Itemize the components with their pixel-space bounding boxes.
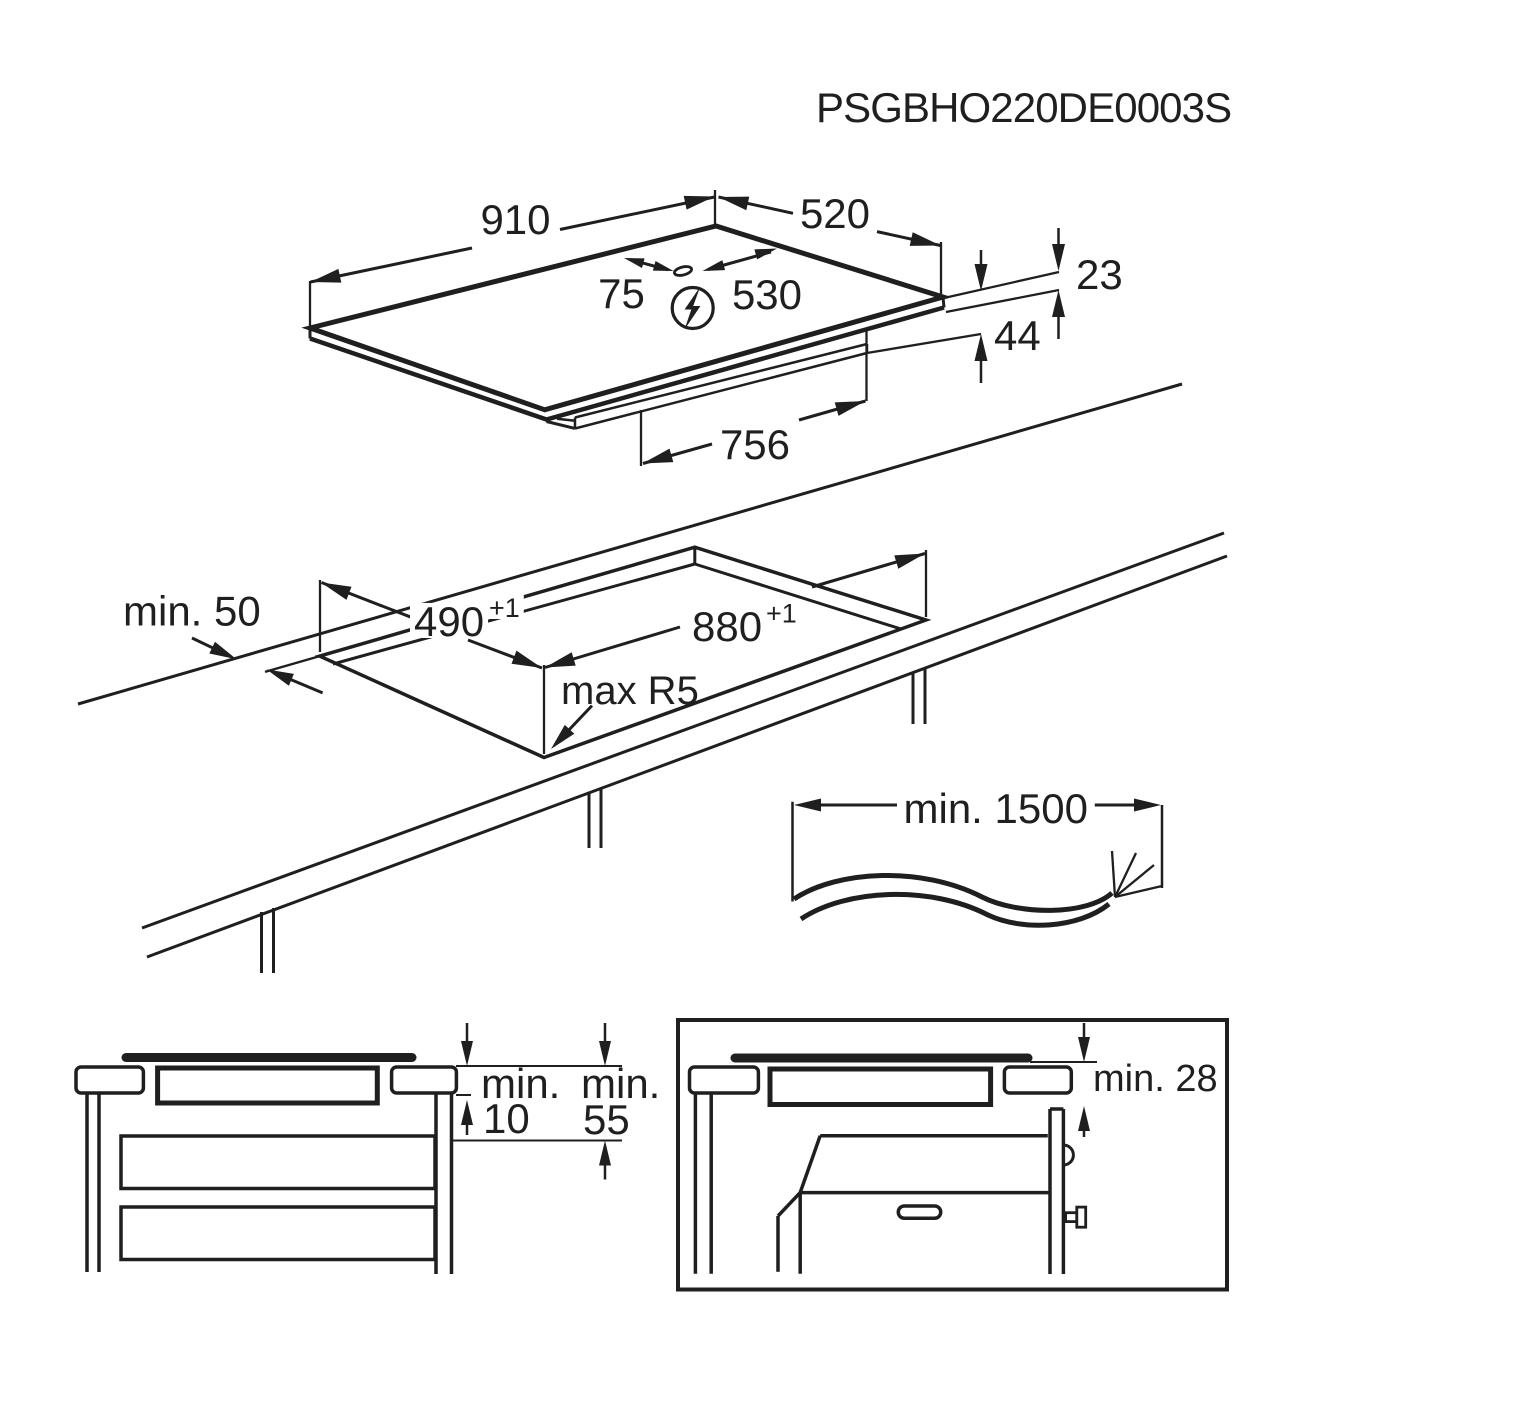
svg-text:min.: min. — [481, 1060, 560, 1107]
svg-text:490: 490 — [414, 598, 484, 645]
svg-text:+1: +1 — [766, 599, 797, 629]
svg-text:min. 1500: min. 1500 — [904, 785, 1088, 832]
svg-text:min. 50: min. 50 — [123, 588, 261, 635]
svg-text:+1: +1 — [489, 593, 520, 623]
svg-text:23: 23 — [1076, 251, 1123, 298]
svg-text:PSGBHO220DE0003S: PSGBHO220DE0003S — [816, 84, 1231, 131]
svg-text:10: 10 — [483, 1095, 530, 1142]
svg-text:min. 28: min. 28 — [1093, 1058, 1218, 1100]
svg-text:520: 520 — [800, 190, 870, 237]
svg-text:910: 910 — [480, 196, 550, 243]
svg-text:756: 756 — [720, 421, 790, 468]
svg-text:min.: min. — [581, 1060, 660, 1107]
svg-text:55: 55 — [583, 1096, 630, 1143]
svg-text:max R5: max R5 — [561, 669, 699, 713]
svg-text:44: 44 — [994, 312, 1041, 359]
svg-text:530: 530 — [732, 271, 802, 318]
svg-text:75: 75 — [598, 270, 645, 317]
svg-text:880: 880 — [692, 603, 762, 650]
